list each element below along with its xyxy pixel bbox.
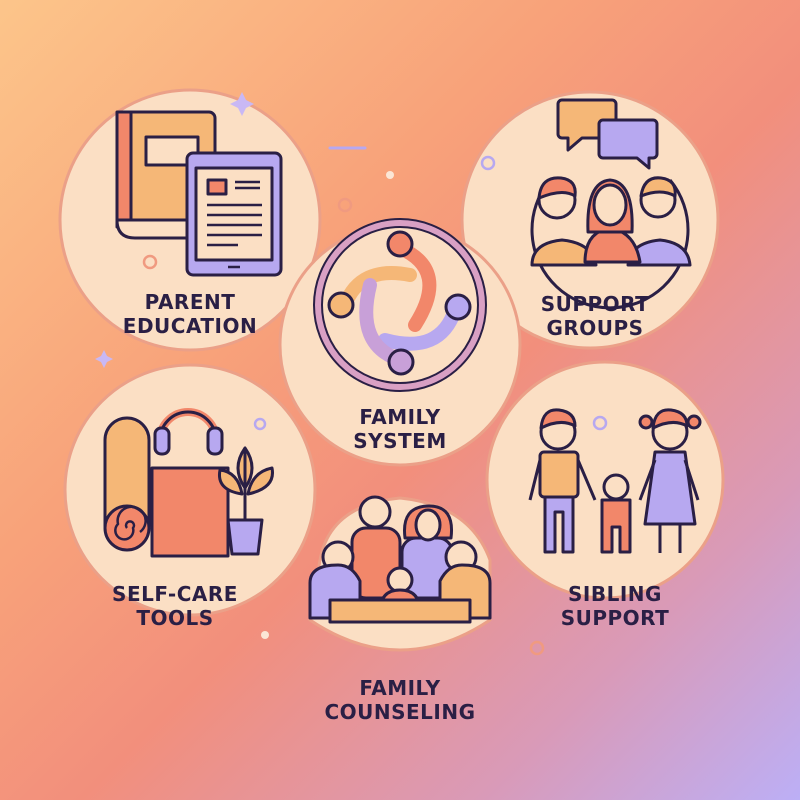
- ring-deco: [142, 254, 158, 270]
- ring-deco: [592, 415, 608, 431]
- label-line: GROUPS: [546, 316, 644, 340]
- label-family-system: FAMILY SYSTEM: [330, 405, 470, 453]
- ring-deco: [253, 417, 267, 431]
- sparkle-icon: [230, 92, 254, 116]
- label-line: SYSTEM: [353, 429, 447, 453]
- label-line: SIBLING: [568, 582, 662, 606]
- label-support-groups: SUPPORT GROUPS: [520, 292, 670, 340]
- label-line: SUPPORT: [560, 606, 670, 630]
- label-line: COUNSELING: [324, 700, 476, 724]
- ring-deco: [529, 640, 545, 656]
- family-at-table-icon: [308, 495, 492, 624]
- ring-deco: [480, 155, 496, 171]
- sparkle-icon: [95, 350, 113, 368]
- family-system-circle-icon: [313, 218, 487, 392]
- label-parent-education: PARENT EDUCATION: [110, 290, 270, 338]
- label-self-care-tools: SELF-CARE TOOLS: [95, 582, 255, 630]
- label-line: PARENT: [144, 290, 236, 314]
- label-sibling-support: SIBLING SUPPORT: [540, 582, 690, 630]
- headphones-mat-plant-icon: [103, 408, 274, 558]
- dot-deco: [386, 171, 394, 179]
- label-line: SUPPORT: [540, 292, 650, 316]
- decorations: [95, 92, 608, 656]
- label-line: FAMILY: [359, 405, 441, 429]
- group-chat-people-icon: [530, 98, 692, 310]
- dot-deco: [261, 631, 269, 639]
- label-line: TOOLS: [136, 606, 214, 630]
- label-line: SELF-CARE: [112, 582, 238, 606]
- siblings-holding-hands-icon: [528, 408, 702, 554]
- label-family-counseling: FAMILY COUNSELING: [310, 676, 490, 724]
- book-and-tablet-icon: [115, 110, 283, 277]
- label-line: FAMILY: [359, 676, 441, 700]
- label-line: EDUCATION: [122, 314, 258, 338]
- ring-deco: [337, 197, 353, 213]
